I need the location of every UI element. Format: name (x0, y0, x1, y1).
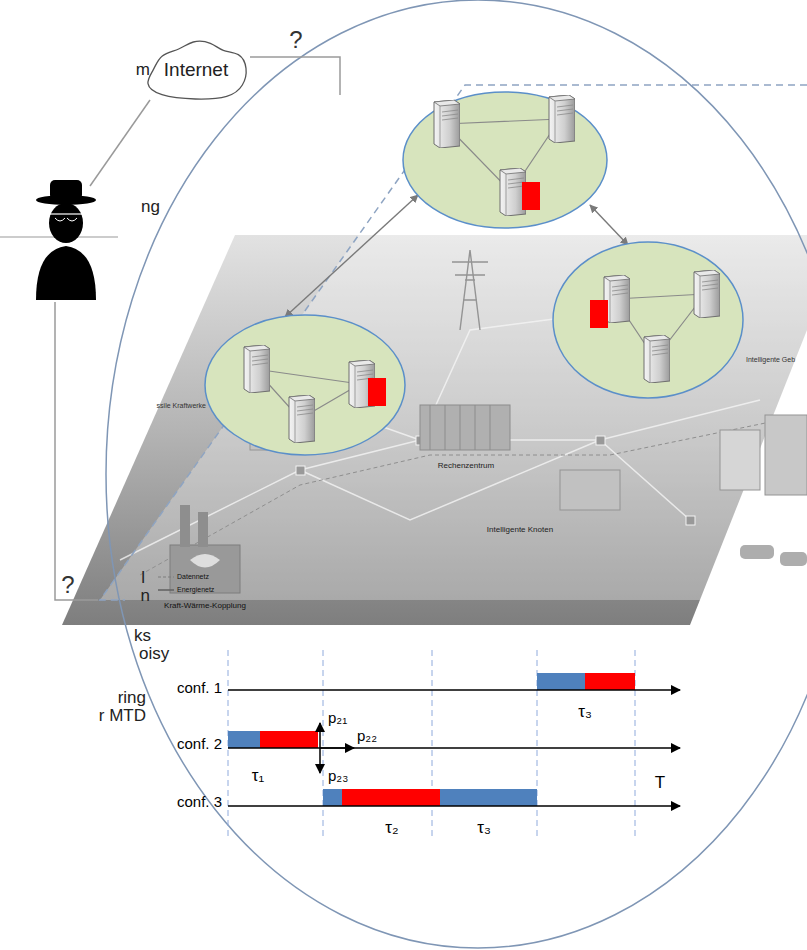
timeline-label: p₂₁ (328, 709, 347, 726)
time-axis (228, 747, 680, 749)
cyber-plane (100, 85, 807, 600)
legend-entry: Energienetz (177, 586, 214, 594)
timeline-label: conf. 1 (177, 679, 222, 696)
map-label: ssile Kraftwerke (157, 402, 206, 410)
time-axis (228, 805, 680, 807)
slide-text: oisy (139, 644, 169, 664)
cyber-plane-border (100, 85, 807, 600)
question-mark: ? (289, 26, 302, 54)
focus-circle (106, 0, 807, 948)
blue-phase (440, 789, 537, 806)
compromise-mark (368, 378, 386, 406)
attack-path (90, 100, 150, 186)
server-group (205, 315, 405, 455)
attack-path (250, 57, 340, 95)
timeline-label: conf. 3 (177, 793, 222, 810)
legend-text: Energienetz (177, 586, 214, 594)
group-link (590, 205, 628, 245)
timeline-label: p₂₃ (328, 767, 348, 784)
map-label: Intelligente Knoten (487, 525, 553, 534)
time-axis (228, 689, 680, 691)
timeline-label: conf. 2 (177, 735, 222, 752)
slide-text: ks (134, 626, 151, 646)
slot-divider (228, 650, 635, 840)
attacker-icon (36, 180, 96, 300)
stay-arrow (320, 747, 354, 749)
map-label: Intelligente Geb (746, 356, 795, 364)
timeline-label: τ₃ (477, 818, 491, 838)
server-group (403, 92, 607, 228)
timeline-label: p₂₂ (357, 727, 377, 744)
node-label: Internet (164, 59, 228, 81)
cloud-node: Internet (140, 34, 252, 106)
blue-phase (323, 789, 342, 806)
slide-text: ng (141, 197, 160, 217)
slide-text: ring (118, 688, 146, 708)
map-label: Kraft-Wärme-Kopplung (164, 601, 246, 610)
legend-entry: Datennetz (177, 573, 209, 581)
timeline (228, 650, 680, 840)
group-link (285, 195, 418, 317)
legend-text: Datennetz (177, 573, 209, 581)
blue-phase (537, 673, 585, 690)
blue-phase (228, 731, 260, 748)
slide-text: l (141, 568, 145, 588)
compromise-mark (522, 182, 540, 210)
red-phase (260, 731, 318, 748)
compromise-mark (590, 300, 608, 328)
slide-text: m (136, 60, 150, 80)
attack-path (55, 302, 98, 600)
red-phase (342, 789, 440, 806)
server-group (553, 242, 743, 398)
timeline-label: τ₂ (385, 818, 398, 838)
timeline-label: τ₃ (578, 702, 592, 722)
red-phase (585, 673, 635, 690)
map-label: Rechenzentrum (438, 461, 494, 470)
timeline-label: T (655, 773, 665, 793)
cloud-shape (148, 41, 246, 99)
question-mark: ? (61, 571, 74, 599)
timeline-label: τ₁ (252, 766, 264, 786)
slide-text: n (141, 586, 150, 606)
slide-text: r MTD (99, 706, 146, 726)
